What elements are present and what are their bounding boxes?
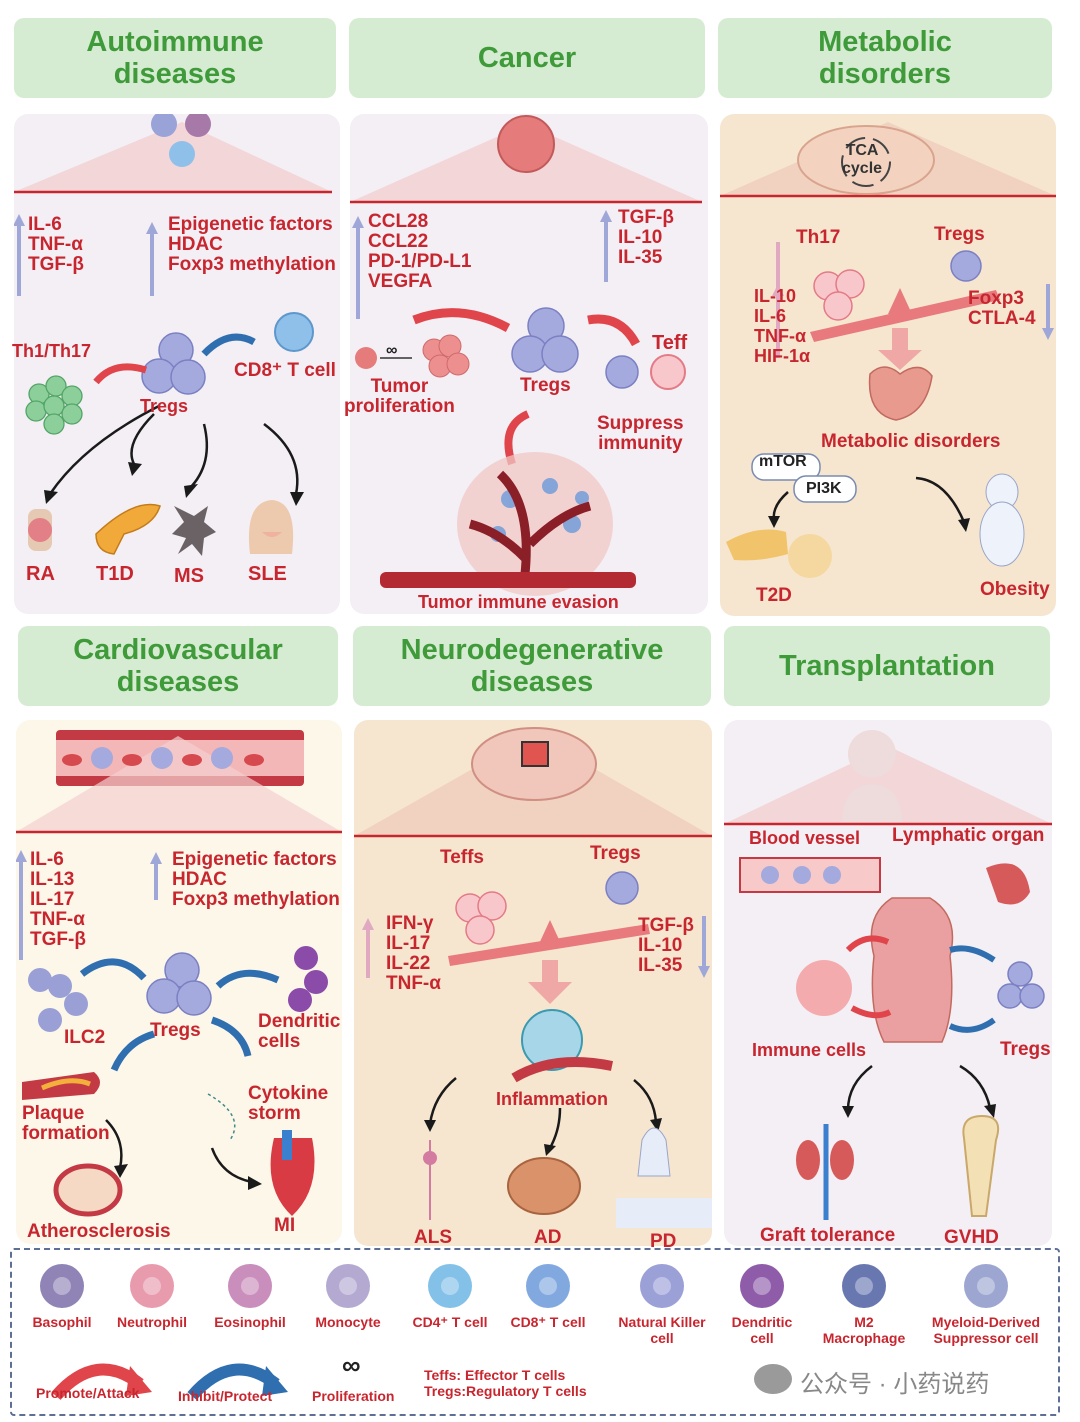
atherosclerosis-label: Atherosclerosis (27, 1221, 171, 1242)
teff-label: Teff (652, 332, 688, 354)
metabolic-disorders-label: Metabolic disorders (821, 431, 1001, 452)
legend-cell-icon-2 (228, 1264, 272, 1308)
th1-th17-label: Th1/Th17 (12, 341, 92, 361)
metabolic-down-markers: Foxp3 CTLA-4 (968, 288, 1036, 329)
legend-cell-icon-5 (526, 1264, 570, 1308)
neuro-up-cytokines: IFN-γ IL-17 IL-22 TNF-α (386, 913, 441, 994)
infinity-symbol: ∞ (386, 342, 398, 359)
autoimmune-tregs-label: Tregs (140, 396, 189, 416)
legend-cell-icon-3 (326, 1264, 370, 1308)
cancer-tregs-label: Tregs (520, 375, 571, 396)
inflammation-label: Inflammation (496, 1089, 609, 1109)
watermark: 公众号 · 小药说药 (800, 1371, 990, 1398)
mi-label: MI (274, 1215, 296, 1236)
legend-cell-label: CD4⁺ T cell (412, 1314, 488, 1330)
cardio-tregs-label: Tregs (150, 1020, 201, 1041)
tca-cycle-label: TCA cycle (842, 142, 883, 177)
teffs-label: Teffs (440, 847, 484, 868)
transplant-tregs-label: Tregs (1000, 1039, 1051, 1060)
cancer-graphics (350, 115, 702, 596)
neuro-tregs-label: Tregs (590, 843, 641, 864)
disease-ad: AD (534, 1227, 562, 1248)
pi3k-label: PI3K (806, 480, 842, 497)
cardio-graphics (16, 730, 342, 1217)
metabolic-graphics (720, 122, 1056, 578)
legend-cell-icon-6 (640, 1264, 684, 1308)
dendritic-cells-label: Dendritic cells (258, 1011, 341, 1052)
gvhd-label: GVHD (944, 1227, 999, 1248)
legend-cell-label: Neutrophil (117, 1314, 187, 1330)
disease-pd: PD (650, 1231, 677, 1252)
header-neurodegenerative: Neurodegenerative diseases (353, 626, 711, 706)
header-autoimmune: Autoimmune diseases (14, 18, 336, 98)
cardio-cytokines: IL-6 IL-13 IL-17 TNF-α TGF-β (30, 849, 86, 950)
autoimmune-epigenetic: Epigenetic factors HDAC Foxp3 methylatio… (168, 214, 336, 275)
legend-cell-icon-4 (428, 1264, 472, 1308)
panel-autoimmune (14, 114, 340, 614)
cytokine-storm-label: Cytokine storm (248, 1083, 329, 1124)
disease-ms: MS (174, 565, 204, 587)
mtor-label: mTOR (759, 453, 807, 470)
legend-cell-label: Eosinophil (214, 1314, 286, 1330)
obesity-label: Obesity (980, 579, 1050, 600)
cardio-epigenetic: Epigenetic factors HDAC Foxp3 methylatio… (172, 849, 340, 910)
legend-cell-icon-0 (40, 1264, 84, 1308)
legend-cell-icon-8 (842, 1264, 886, 1308)
wechat-icon (754, 1364, 792, 1394)
suppress-immunity-label: Suppress immunity (597, 413, 684, 454)
transplant-graphics (724, 730, 1052, 1220)
tumor-proliferation-label: Tumor proliferation (344, 376, 455, 417)
cancer-chemokines: CCL28 CCL22 PD-1/PD-L1 VEGFA (368, 211, 472, 292)
th17-label: Th17 (796, 227, 841, 248)
legend-cell-label: Basophil (32, 1314, 92, 1330)
autoimmune-cytokines: IL-6 TNF-α TGF-β (28, 214, 84, 275)
plaque-formation-label: Plaque formation (22, 1103, 110, 1144)
abbreviation-definitions: Teffs: Effector T cells Tregs:Regulatory… (424, 1367, 587, 1399)
disease-sle: SLE (248, 563, 287, 585)
disease-t1d: T1D (96, 563, 134, 585)
neuro-down-cytokines: TGF-β IL-10 IL-35 (638, 915, 694, 976)
proliferation-label: Proliferation (312, 1388, 395, 1404)
blood-vessel-label: Blood vessel (749, 828, 861, 848)
header-transplantation: Transplantation (724, 626, 1050, 706)
autoimmune-graphics (14, 114, 332, 556)
ilc2-label: ILC2 (64, 1027, 106, 1048)
legend-cell-label: CD8⁺ T cell (510, 1314, 586, 1330)
legend-box (10, 1248, 1060, 1416)
panel-neurodegenerative (354, 720, 712, 1246)
metabolic-up-cytokines: IL-10 IL-6 TNF-α HIF-1α (754, 286, 811, 366)
header-metabolic: Metabolic disorders (718, 18, 1052, 98)
metabolic-tregs-label: Tregs (934, 224, 985, 245)
legend-cell-icon-1 (130, 1264, 174, 1308)
legend-cell-label: Dendritic cell (731, 1314, 793, 1346)
header-cardiovascular: Cardiovascular diseases (18, 626, 338, 706)
inhibit-protect-label: Inhibit/Protect (178, 1388, 273, 1404)
header-cancer: Cancer (349, 18, 705, 98)
legend-cell-label: Myeloid-Derived Suppressor cell (931, 1314, 1041, 1346)
tumor-immune-evasion-label: Tumor immune evasion (418, 592, 619, 612)
panel-transplantation (724, 720, 1052, 1246)
disease-als: ALS (414, 1227, 452, 1248)
legend-cell-icons (40, 1264, 1008, 1308)
legend-infinity: ∞ (342, 1350, 361, 1380)
neuro-graphics (354, 727, 712, 1228)
promote-attack-label: Promote/Attack (36, 1385, 140, 1401)
panel-cancer (350, 114, 708, 614)
immune-cells-label: Immune cells (752, 1040, 867, 1060)
lymphatic-organ-label: Lymphatic organ (892, 825, 1045, 846)
panel-metabolic (720, 114, 1056, 616)
legend-cell-icon-7 (740, 1264, 784, 1308)
legend-cell-icon-9 (964, 1264, 1008, 1308)
t2d-label: T2D (756, 585, 792, 606)
panel-cardiovascular (16, 720, 342, 1244)
graft-tolerance-label: Graft tolerance (760, 1225, 896, 1246)
cd8-t-cell-label: CD8⁺ T cell (234, 360, 336, 381)
legend-graphics (40, 1264, 1008, 1401)
legend-cell-label: Natural Killer cell (618, 1314, 706, 1346)
legend-cell-label: M2 Macrophage (822, 1314, 906, 1346)
legend-cell-label: Monocyte (315, 1314, 381, 1330)
disease-ra: RA (26, 563, 55, 585)
cancer-cytokines: TGF-β IL-10 IL-35 (618, 207, 674, 268)
